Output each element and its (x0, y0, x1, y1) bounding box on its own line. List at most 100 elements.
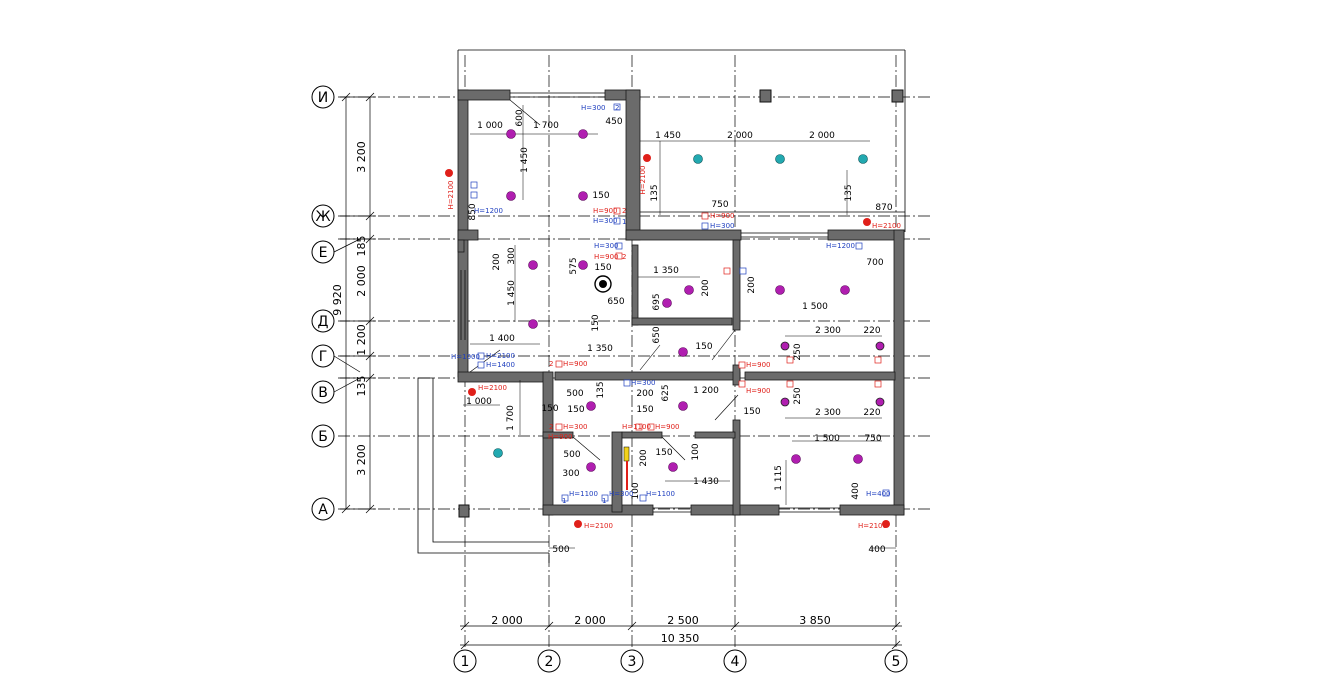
canopy-outline (417, 49, 906, 563)
dim-label: 1 200 (693, 386, 719, 396)
socket-count-label: 1 (602, 497, 606, 505)
dim-label: 2 000 (727, 131, 753, 141)
axis-label: В (318, 385, 328, 401)
ceiling-light-icon (506, 191, 516, 201)
ceiling-light-icon (528, 319, 538, 329)
door-swings (469, 99, 739, 461)
dim-label: 2 300 (815, 408, 841, 418)
dim-label: 2 000 (574, 614, 606, 627)
dim-label: 185 (355, 236, 368, 257)
outlets (445, 154, 890, 528)
outlet-height-label: H=2100 (872, 222, 901, 230)
wall-light-icon (875, 397, 885, 407)
axis-bubble-row-g: Г (311, 344, 335, 368)
ceiling-light-icon (678, 401, 688, 411)
socket-count-label: 2 (549, 360, 553, 368)
wall-light-icon (875, 341, 885, 351)
outlet-icon (445, 169, 453, 177)
dim-label: 2 000 (355, 265, 368, 297)
ceiling-light-icon (662, 298, 672, 308)
dim-label: 200 (639, 449, 649, 466)
interior-dimension-lines (463, 105, 896, 549)
dim-label: 700 (866, 258, 883, 268)
outlet-icon (643, 154, 651, 162)
socket-height-label: H=300 (563, 423, 588, 431)
socket-height-label: H=900 (746, 361, 771, 369)
dim-label: 150 (655, 448, 672, 458)
socket-height-label: H=1000 (451, 353, 480, 361)
socket-count-label: 2 (615, 104, 619, 112)
outdoor-light-icon (693, 154, 703, 164)
ceiling-light-icon (578, 129, 588, 139)
ceiling-light-icon (853, 454, 863, 464)
socket-height-label: H=300 (609, 490, 634, 498)
ceiling-light-icon (840, 285, 850, 295)
dim-label: 300 (562, 469, 579, 479)
outdoor-light-icon (493, 448, 503, 458)
bottom-dimension-labels: 2 000 2 000 2 500 3 850 10 350 (491, 614, 831, 645)
bottom-dimension-chain (460, 621, 902, 650)
dim-label: 200 (701, 279, 711, 296)
dim-label: 870 (875, 203, 892, 213)
dim-label: 150 (541, 404, 558, 414)
walls (457, 89, 905, 516)
axis-bubble-col-5: 5 (884, 649, 908, 673)
dim-label: 100 (691, 443, 701, 460)
dim-label: 575 (569, 257, 579, 274)
dim-label: 1 430 (693, 477, 719, 487)
dim-label: 250 (793, 387, 803, 404)
socket-height-label: H=900 (710, 212, 735, 220)
socket-tags: H=300 H=900 H=300 H=300 H=900 H=900 H=30… (451, 104, 891, 505)
axis-label: И (318, 90, 328, 106)
outlet-icon (574, 520, 582, 528)
dim-label: 400 (868, 545, 885, 555)
ceiling-light-icon (775, 285, 785, 295)
dim-label: 150 (591, 314, 601, 331)
outlet-icon (882, 520, 890, 528)
socket-markers (470, 103, 890, 502)
outdoor-light-icon (858, 154, 868, 164)
dim-label: 3 850 (799, 614, 831, 627)
socket-count-label: 2 (622, 253, 626, 261)
axis-bubble-col-3: 3 (620, 649, 644, 673)
dim-label: 1 000 (477, 121, 503, 131)
socket-height-label: H=1200 (826, 242, 855, 250)
dim-label: 750 (711, 200, 728, 210)
dim-label: 220 (863, 408, 880, 418)
ceiling-light-icon (586, 462, 596, 472)
socket-height-label: H=2100 (486, 352, 515, 360)
dim-label: 450 (605, 117, 622, 127)
dim-label: 1 450 (655, 131, 681, 141)
axis-bubble-row-d: Д (311, 309, 335, 333)
socket-height-label: H=300 (581, 104, 606, 112)
axis-bubble-row-e: Е (311, 240, 335, 264)
axis-label: Е (319, 245, 328, 261)
socket-height-label: H=300 (710, 222, 735, 230)
socket-height-label: H=1100 (622, 423, 651, 431)
axis-label: 1 (461, 654, 470, 670)
outlet-height-label: H=2100 (858, 522, 887, 530)
dim-label: 1 350 (653, 266, 679, 276)
left-dimension-chain (340, 92, 376, 514)
dim-label-total: 9 920 (331, 284, 344, 316)
axis-label: 3 (628, 654, 637, 670)
dim-label: 2 500 (667, 614, 699, 627)
dim-label: 3 200 (355, 141, 368, 173)
dim-label: 695 (652, 293, 662, 310)
dim-label: 650 (652, 326, 662, 343)
socket-height-label: H=900 (593, 207, 618, 215)
socket-height-label: H=1100 (569, 490, 598, 498)
dim-label: 1 500 (814, 434, 840, 444)
dim-label: 200 (492, 253, 502, 270)
wall-lights (780, 341, 885, 407)
axis-label: 2 (545, 654, 554, 670)
axis-label: А (318, 502, 328, 518)
dim-label: 200 (747, 276, 757, 293)
dim-label: 100 (631, 482, 641, 499)
outlet-tags: H=2100 H=2100 H=2100 H=2100 H=2100 H=210… (447, 166, 901, 530)
dim-label: 500 (563, 450, 580, 460)
socket-height-label: H=900 (746, 387, 771, 395)
dim-label: 135 (596, 381, 606, 398)
dim-label: 3 200 (355, 444, 368, 476)
column-post (458, 504, 470, 518)
